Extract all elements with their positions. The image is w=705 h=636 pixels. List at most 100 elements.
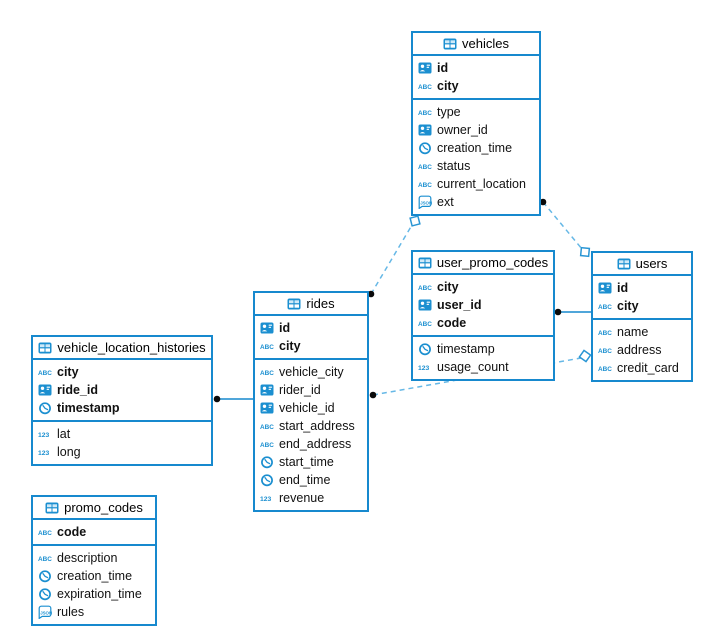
column-name: expiration_time [57,587,142,601]
column-name: code [57,525,87,539]
text-column-icon: ABC [598,299,613,313]
svg-text:ABC: ABC [418,110,432,117]
svg-text:ABC: ABC [38,530,52,537]
column-name: user_id [437,298,482,312]
column-row[interactable]: expiration_time [33,585,155,603]
column-name: start_address [279,419,355,433]
relationship-vehicle_location_histories-to-rides[interactable] [213,395,253,403]
text-column-icon: ABC [418,105,433,119]
column-row[interactable]: creation_time [33,567,155,585]
relationship-user_promo_codes-to-users[interactable] [554,308,591,316]
column-name: rules [57,605,85,619]
column-name: rider_id [279,383,321,397]
number-column-icon: 123 [38,427,53,441]
column-name: city [437,79,459,93]
column-name: type [437,105,461,119]
column-name: credit_card [617,361,679,375]
text-column-icon: ABC [418,316,433,330]
column-row[interactable]: timestamp [33,399,211,417]
table-header[interactable]: vehicles [413,33,539,56]
column-row[interactable]: id [413,59,539,77]
table-header[interactable]: user_promo_codes [413,252,553,275]
column-row[interactable]: end_time [255,471,367,489]
timestamp-column-icon [260,455,275,469]
table-icon [443,38,457,50]
column-row[interactable]: ABC code [33,523,155,541]
column-row[interactable]: user_id [413,296,553,314]
uuid-column-icon [260,321,275,335]
table-header[interactable]: rides [255,293,367,316]
edge-endpoint-dot [213,395,221,403]
column-row[interactable]: ABC city [413,77,539,95]
column-row[interactable]: ride_id [33,381,211,399]
table-icon [418,257,432,269]
table-header[interactable]: vehicle_location_histories [33,337,211,360]
column-row[interactable]: creation_time [413,139,539,157]
svg-text:ABC: ABC [418,321,432,328]
edge-endpoint-dot [369,391,377,399]
column-name: end_time [279,473,331,487]
column-row[interactable]: id [593,279,691,297]
text-column-icon: ABC [418,177,433,191]
column-row[interactable]: rider_id [255,381,367,399]
svg-text:ABC: ABC [260,370,274,377]
column-row[interactable]: vehicle_id [255,399,367,417]
text-column-icon: ABC [598,325,613,339]
relationship-edge[interactable] [542,201,583,250]
text-column-icon: ABC [418,79,433,93]
column-name: id [437,61,449,75]
relationship-vehicles-to-users[interactable] [539,198,591,258]
column-row[interactable]: ABC current_location [413,175,539,193]
column-row[interactable]: ABC type [413,103,539,121]
column-row[interactable]: owner_id [413,121,539,139]
column-row[interactable]: start_time [255,453,367,471]
number-column-icon: 123 [260,491,275,505]
table-header[interactable]: promo_codes [33,497,155,520]
column-row[interactable]: ABC start_address [255,417,367,435]
uuid-column-icon [260,401,275,415]
svg-text:JSON: JSON [420,201,432,206]
svg-text:ABC: ABC [38,556,52,563]
edge-endpoint-diamond [409,215,421,227]
svg-text:123: 123 [38,432,50,439]
relationship-rides-to-vehicles[interactable] [367,215,421,298]
table-header[interactable]: users [593,253,691,276]
relationship-rides-to-users[interactable] [369,349,592,399]
column-row[interactable]: timestamp [413,340,553,358]
svg-text:ABC: ABC [598,304,612,311]
relationship-edge[interactable] [370,224,413,295]
column-name: current_location [437,177,526,191]
svg-text:ABC: ABC [260,424,274,431]
svg-text:ABC: ABC [260,442,274,449]
text-column-icon: ABC [418,159,433,173]
column-row[interactable]: id [255,319,367,337]
